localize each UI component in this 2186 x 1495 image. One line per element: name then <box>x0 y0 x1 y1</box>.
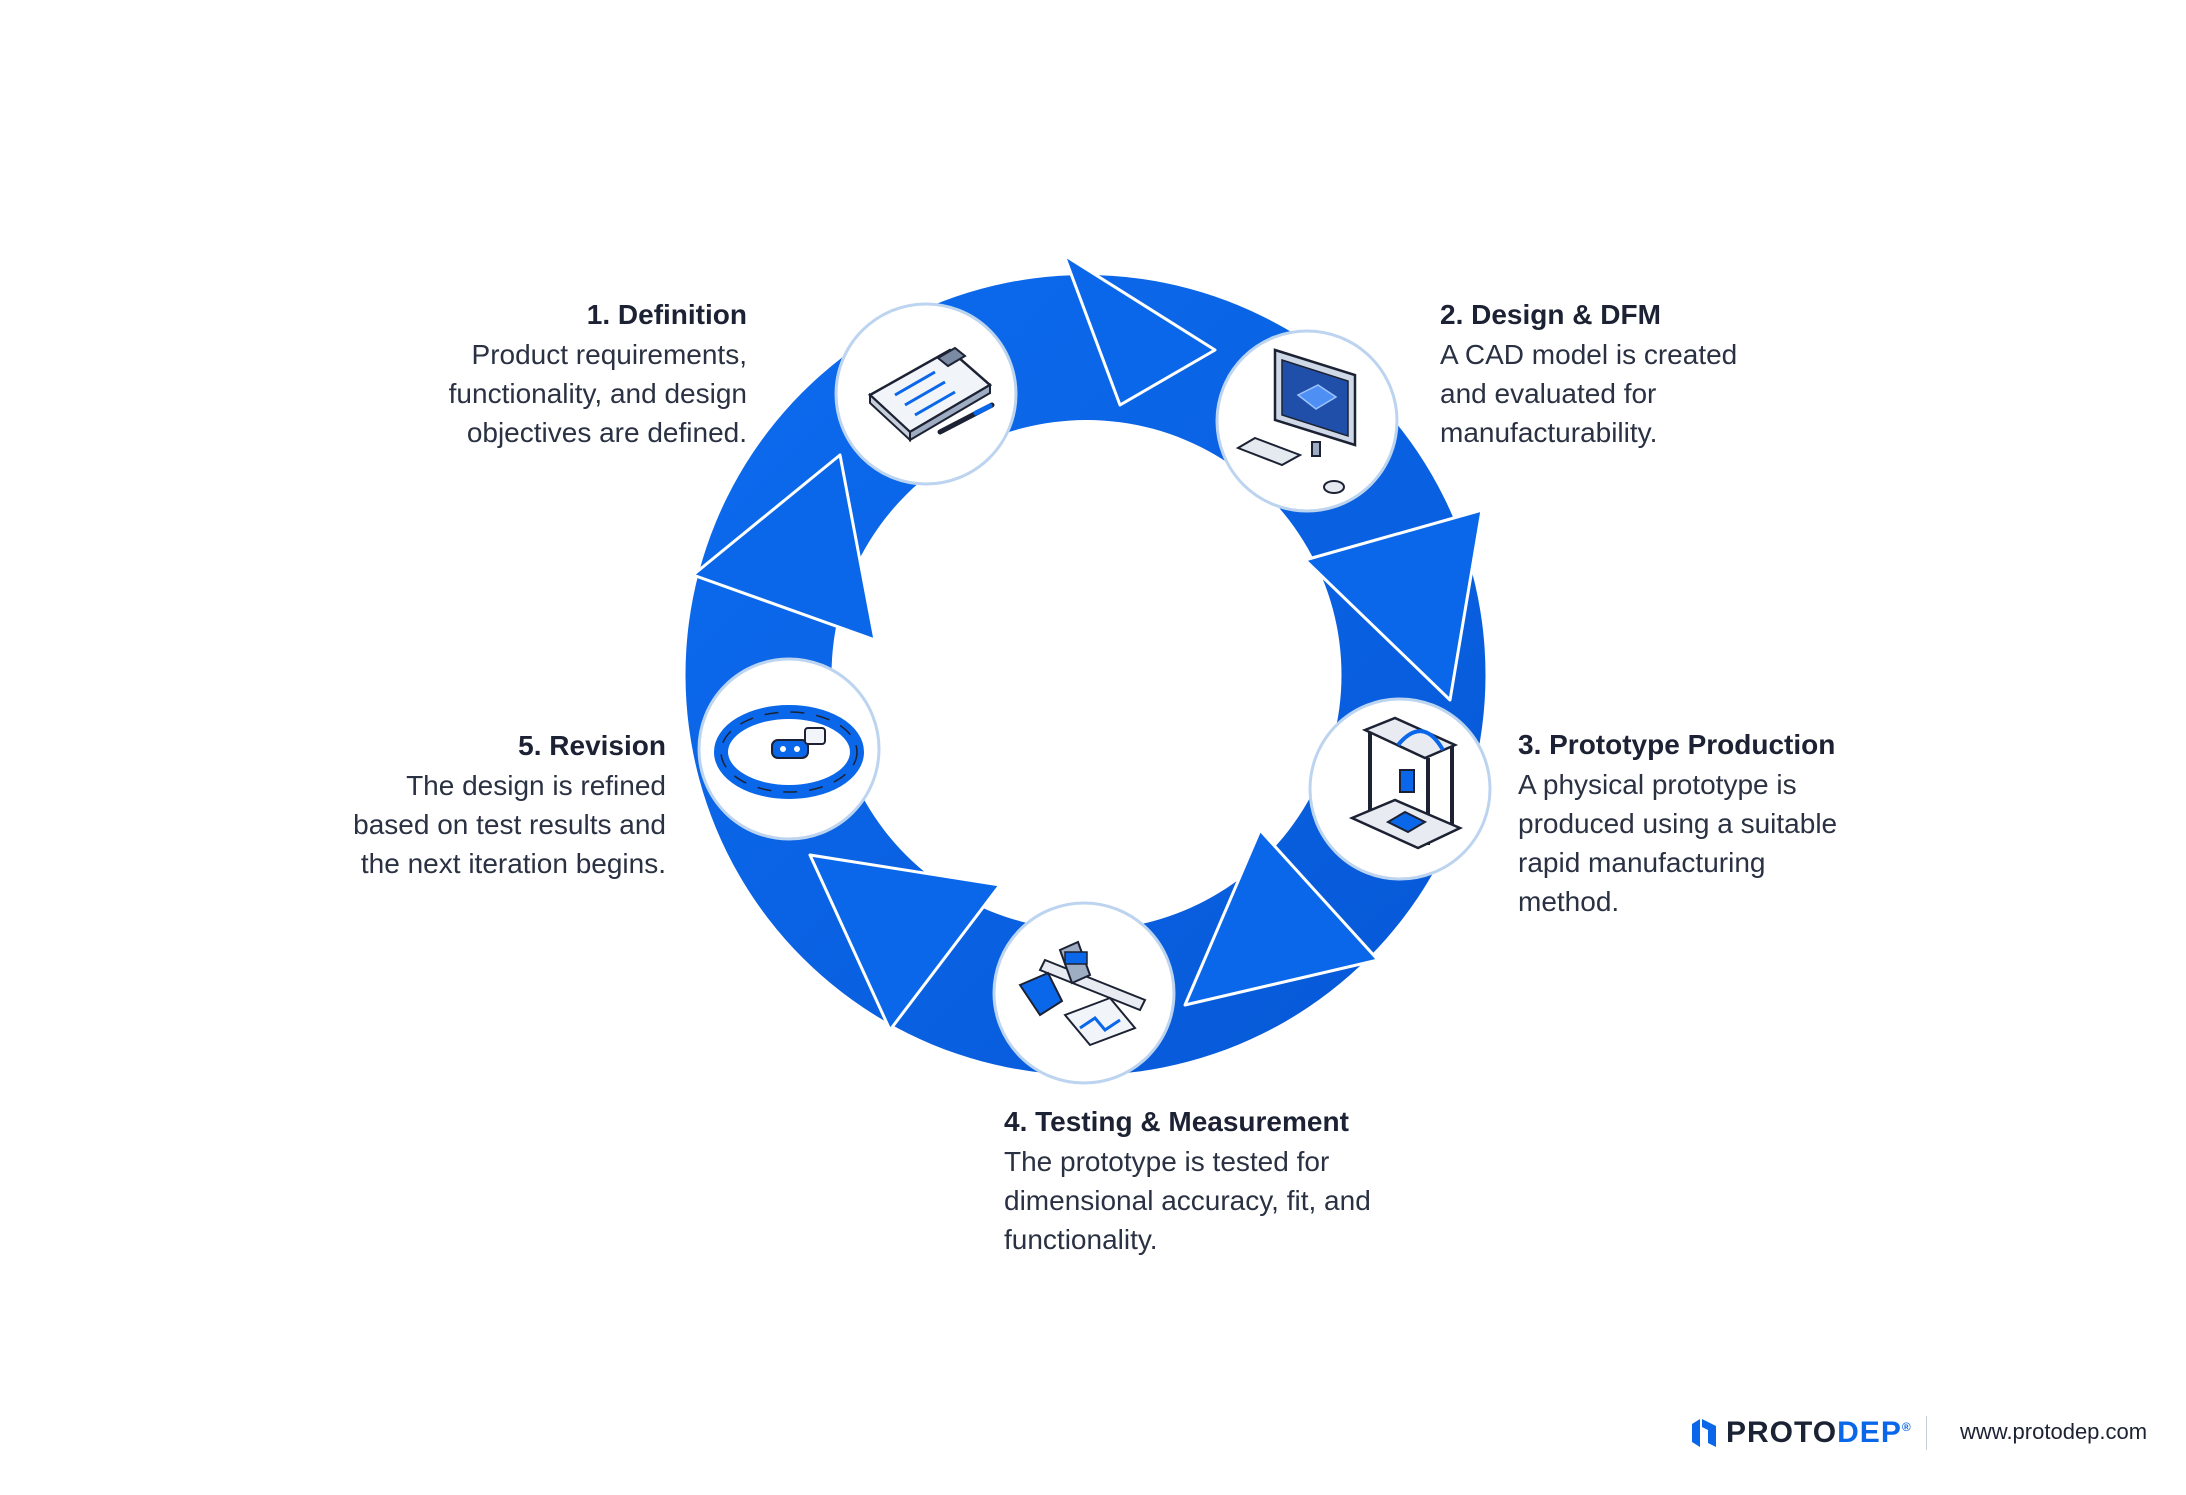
step-desc-line: A CAD model is created <box>1440 339 1738 370</box>
step-title: 1. Definition <box>586 299 747 330</box>
step-desc-line: manufacturability. <box>1440 417 1658 448</box>
step-desc-line: Product requirements, <box>471 339 747 370</box>
step-prototype-production: 3. Prototype Production A physical proto… <box>1518 725 1878 921</box>
step-title: 2. Design & DFM <box>1440 299 1661 330</box>
step-circle-1 <box>834 302 1018 486</box>
step-desc-line: objectives are defined. <box>466 417 747 448</box>
step-circle-2 <box>1215 329 1399 513</box>
protodep-logo-icon <box>1692 1419 1716 1447</box>
arrow-heads <box>691 253 1484 1032</box>
logo-registered-mark: ® <box>1901 1420 1912 1434</box>
arrow-head-3 <box>1183 828 1380 1007</box>
arrow-head-2 <box>1303 508 1484 702</box>
step-desc-line: method. <box>1518 886 1620 917</box>
step-testing-measurement: 4. Testing & Measurement The prototype i… <box>1004 1102 1404 1259</box>
step-desc-line: A physical prototype is <box>1518 769 1797 800</box>
logo-main: PROTO <box>1726 1416 1838 1449</box>
step-title: 4. Testing & Measurement <box>1004 1106 1349 1137</box>
step-desc-line: The design is refined <box>406 770 666 801</box>
iteration-cycle-icon <box>714 705 864 799</box>
step-circle-5 <box>697 657 881 841</box>
step-definition: 1. Definition Product requirements, func… <box>307 295 747 452</box>
step-desc-line: based on test results and <box>353 809 666 840</box>
logo-accent: DEP <box>1837 1416 1902 1449</box>
step-circles <box>697 302 1492 1085</box>
step-title: 3. Prototype Production <box>1518 729 1836 760</box>
computer-cad-icon <box>1235 348 1357 494</box>
clipboard-checklist-icon <box>867 346 995 443</box>
step-desc-line: The prototype is tested for <box>1004 1146 1330 1177</box>
step-revision: 5. Revision The design is refined based … <box>226 726 666 883</box>
logo-wordmark: PROTODEP® <box>1726 1416 1912 1450</box>
step-title: 5. Revision <box>518 730 666 761</box>
step-desc-line: the next iteration begins. <box>360 848 666 879</box>
footer-url-link[interactable]: www.protodep.com <box>1960 1419 2148 1444</box>
step-desc-line: and evaluated for <box>1440 378 1657 409</box>
step-desc-line: functionality. <box>1004 1224 1158 1255</box>
footer-divider <box>1926 1416 1927 1450</box>
step-design-dfm: 2. Design & DFM A CAD model is created a… <box>1440 295 1800 452</box>
step-desc-line: functionality, and design <box>448 378 747 409</box>
arrow-head-4 <box>808 853 1002 1032</box>
protodep-logo[interactable]: PROTODEP® <box>1690 1415 1912 1451</box>
arrow-head-1 <box>1062 253 1217 407</box>
step-desc-line: dimensional accuracy, fit, and <box>1004 1185 1371 1216</box>
caliper-measurement-icon <box>1018 940 1147 1047</box>
step-circle-3 <box>1308 697 1492 881</box>
step-desc-line: produced using a suitable <box>1518 808 1838 839</box>
arrow-head-5 <box>691 453 877 642</box>
step-desc-line: rapid manufacturing <box>1518 847 1766 878</box>
step-circle-4 <box>992 901 1176 1085</box>
3d-printer-icon <box>1348 716 1464 850</box>
